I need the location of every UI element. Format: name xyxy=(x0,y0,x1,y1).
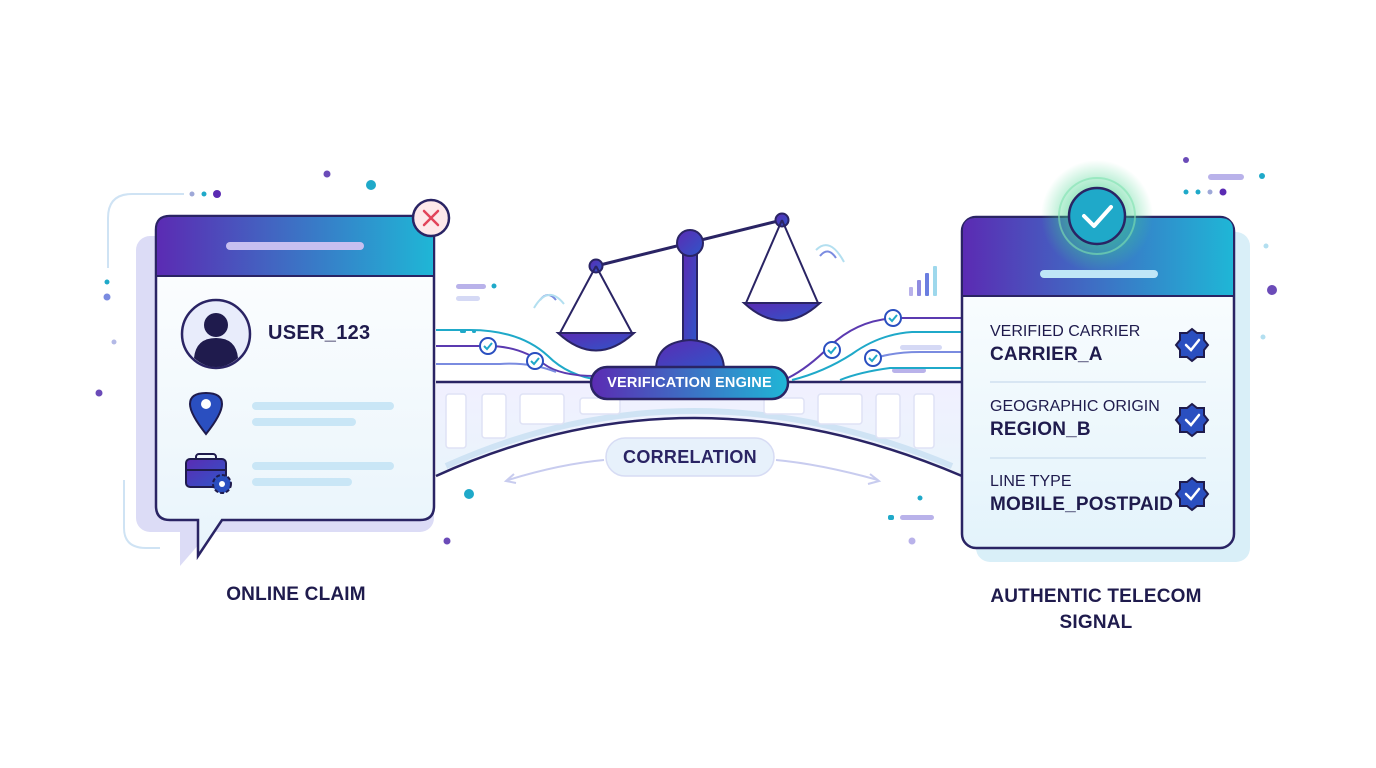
connector-check-icon xyxy=(479,309,902,370)
x-mark-icon xyxy=(411,198,451,238)
authentic-signal-caption: AUTHENTIC TELECOM SIGNAL xyxy=(962,584,1230,636)
verification-engine-badge xyxy=(589,365,790,401)
decor xyxy=(95,157,1277,549)
user-avatar-icon xyxy=(180,298,252,370)
correlation-badge xyxy=(503,437,882,485)
detail-lines-2 xyxy=(252,462,394,486)
authentic-signal-panel xyxy=(960,215,1250,562)
row-value-origin: REGION_B xyxy=(990,419,1091,440)
online-claim-panel xyxy=(136,214,436,566)
row-value-carrier: CARRIER_A xyxy=(990,344,1103,365)
check-mark-icon xyxy=(1041,160,1153,272)
online-claim-caption: ONLINE CLAIM xyxy=(226,584,366,605)
row-label-origin: GEOGRAPHIC ORIGIN xyxy=(990,398,1160,415)
correlation-label: CORRELATION xyxy=(623,446,757,467)
verified-badge-icon xyxy=(1174,327,1210,512)
briefcase-gear-icon xyxy=(185,453,232,494)
row-value-line-type: MOBILE_POSTPAID xyxy=(990,494,1174,515)
verification-engine-label: VERIFICATION ENGINE xyxy=(607,375,772,391)
detail-lines-1 xyxy=(252,402,394,426)
location-pin-icon xyxy=(188,391,224,436)
row-label-carrier: VERIFIED CARRIER xyxy=(990,323,1141,340)
username-label: USER_123 xyxy=(268,322,371,344)
bridge xyxy=(435,380,963,478)
caption-line-2: SIGNAL xyxy=(1059,612,1133,633)
row-label-line-type: LINE TYPE xyxy=(990,473,1072,490)
balance-scale-icon xyxy=(533,212,845,371)
caption-line-1: AUTHENTIC TELECOM xyxy=(990,586,1202,607)
